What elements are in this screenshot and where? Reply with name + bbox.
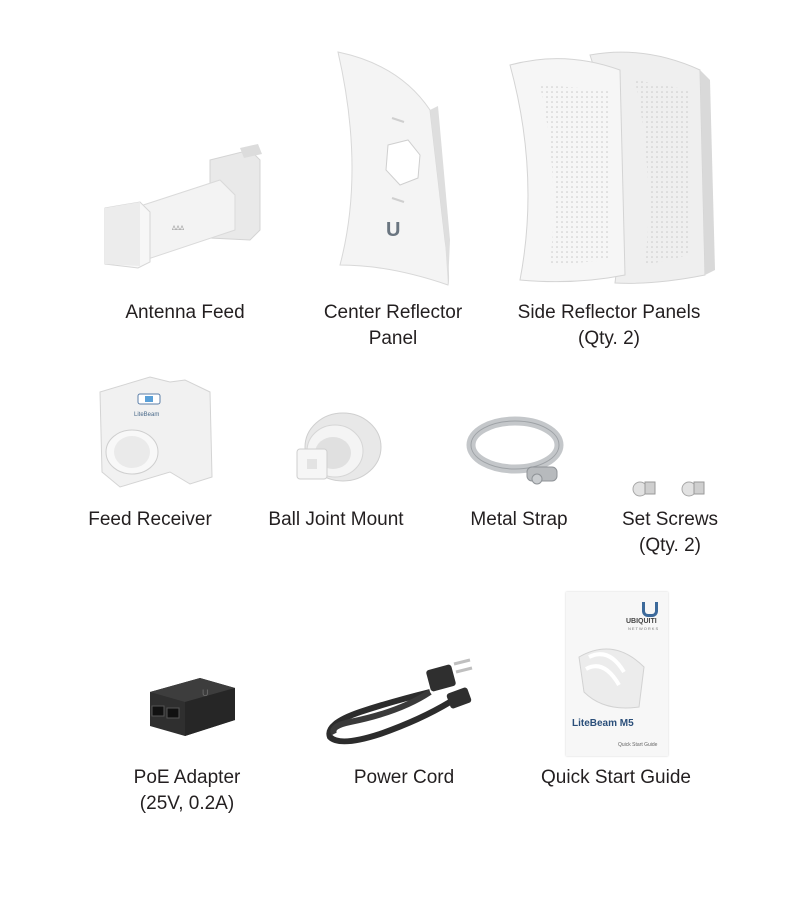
poe-adapter-image: U [150, 678, 235, 736]
svg-text:ΔΔΔ: ΔΔΔ [172, 226, 184, 232]
center-reflector-panel-image: U [337, 51, 450, 286]
poe-adapter-label: PoE Adapter (25V, 0.2A) [133, 767, 241, 814]
guide-brand: UBIQUITI [626, 618, 657, 625]
guide-brand-sub: NETWORKS [628, 626, 660, 631]
metal-strap-image [466, 416, 564, 485]
guide-subtitle: Quick Start Guide [618, 742, 658, 748]
feed-receiver-label: Feed Receiver [88, 509, 212, 530]
power-cord-label: Power Cord [353, 767, 455, 788]
set-screw-image-2 [681, 481, 705, 497]
center-reflector-panel-label: Center Reflector Panel [323, 302, 463, 349]
power-cord-image [326, 658, 473, 745]
feed-receiver-image: LiteBeam [99, 376, 213, 488]
guide-cover-illustration [578, 648, 645, 709]
svg-text:U: U [386, 219, 400, 241]
svg-text:U: U [202, 688, 209, 698]
ball-joint-mount-label: Ball Joint Mount [268, 509, 404, 530]
antenna-feed-image: ΔΔΔ [104, 144, 262, 269]
metal-strap-label: Metal Strap [470, 509, 568, 530]
svg-text:LiteBeam: LiteBeam [134, 412, 159, 418]
set-screw-image-1 [632, 481, 656, 497]
quick-start-guide-label: Quick Start Guide [541, 767, 691, 788]
side-reflector-panels-label: Side Reflector Panels (Qty. 2) [517, 302, 701, 349]
ball-joint-mount-image [296, 412, 382, 482]
ubiquiti-logo-icon [642, 602, 658, 617]
antenna-feed-label: Antenna Feed [125, 302, 245, 323]
set-screws-label: Set Screws (Qty. 2) [621, 509, 719, 556]
quick-start-guide-image: UBIQUITI NETWORKS LiteBeam M5 Quick Star… [566, 592, 668, 756]
guide-product-title: LiteBeam M5 [572, 718, 634, 729]
side-reflector-panels-image [509, 51, 715, 284]
